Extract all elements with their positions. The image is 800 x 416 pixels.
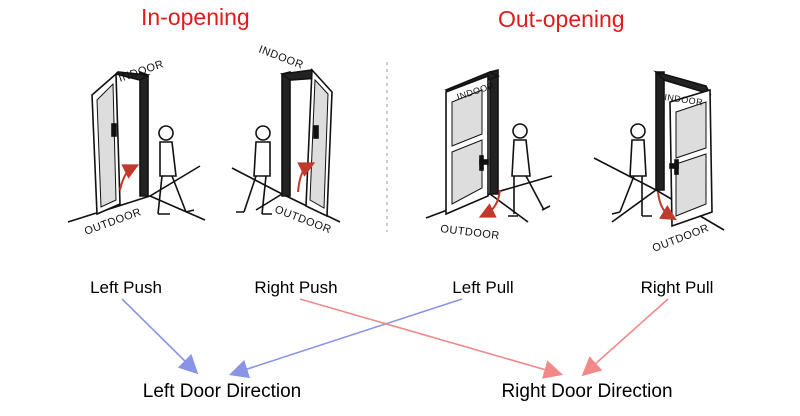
label-left-push: Left Push (90, 278, 162, 297)
arrow-right-pull-to-right-door (581, 298, 669, 377)
scene-3-outdoor: OUTDOOR (440, 223, 501, 242)
scene-right-pull (593, 70, 725, 231)
arrow-left-push-to-left-door (121, 298, 199, 375)
heading-out-opening: Out-opening (498, 6, 625, 32)
scene-left-pull (425, 68, 553, 223)
label-right-push: Right Push (254, 278, 338, 297)
arrow-right-push-to-right-door (299, 298, 564, 379)
label-right-pull: Right Pull (640, 278, 714, 297)
target-right-door-direction: Right Door Direction (501, 381, 673, 402)
arrow-left-pull-to-left-door (228, 298, 463, 379)
scene-2-indoor: INDOOR (257, 44, 305, 72)
target-left-door-direction: Left Door Direction (142, 381, 302, 402)
scene-4-outdoor: OUTDOOR (651, 222, 711, 255)
label-left-pull: Left Pull (452, 278, 514, 297)
scene-left-push (67, 70, 206, 223)
scene-right-push (231, 68, 341, 223)
scene-1-outdoor: OUTDOOR (83, 206, 143, 238)
heading-in-opening: In-opening (141, 4, 250, 30)
